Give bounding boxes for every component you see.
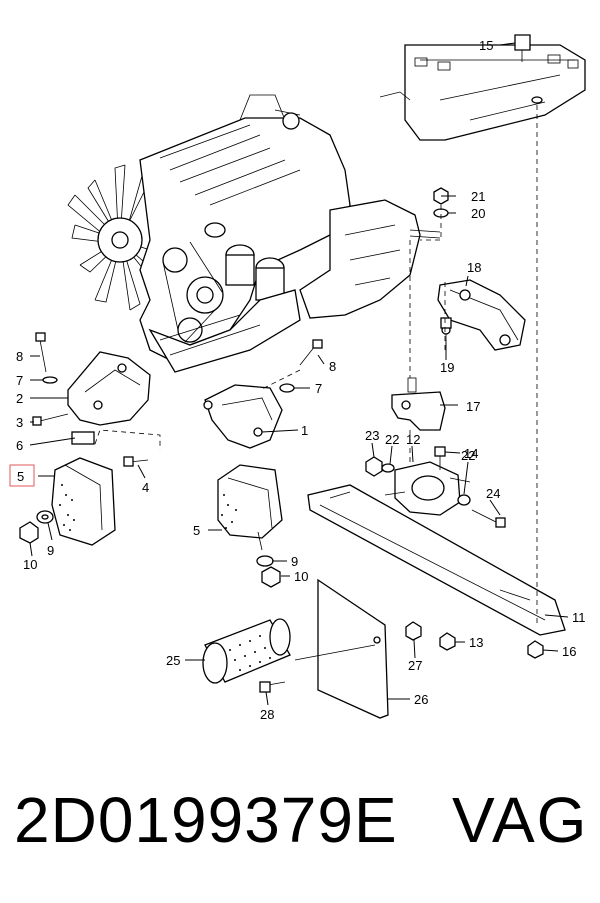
callout-13: 13 — [469, 635, 483, 650]
engine-bracket-1 — [203, 384, 283, 449]
gearbox-bracket-17 — [391, 377, 446, 431]
callout-7-left: 7 — [16, 373, 23, 388]
callout-23: 23 — [365, 428, 379, 443]
callout-22-right: 22 — [461, 448, 475, 463]
callout-4: 4 — [142, 480, 149, 495]
damper-25 — [202, 618, 291, 684]
callout-19: 19 — [440, 360, 454, 375]
callout-9-left: 9 — [47, 543, 54, 558]
callout-12: 12 — [406, 432, 420, 447]
callout-11: 11 — [572, 610, 586, 625]
callout-3: 3 — [16, 415, 23, 430]
leader-lines — [29, 42, 569, 706]
caption: 2D0199379E VAG — [14, 783, 594, 873]
callout-14: 14 — [464, 446, 478, 461]
brand-name: VAG — [452, 784, 589, 856]
callout-7-right: 7 — [315, 381, 322, 396]
callout-18: 18 — [467, 260, 481, 275]
callout-2: 2 — [16, 391, 23, 406]
fasteners — [19, 187, 544, 693]
callout-8-left: 8 — [16, 349, 23, 364]
callout-6: 6 — [16, 438, 23, 453]
assembly-guide-lines — [94, 105, 538, 625]
rubber-mount-5-left — [51, 431, 116, 546]
callout-27: 27 — [408, 658, 422, 673]
shield-plate-26 — [294, 578, 389, 719]
callout-5-highlight — [9, 464, 35, 487]
callout-labels: 15 21 20 18 19 17 8 7 2 3 6 5 4 9 10 8 7… — [9, 38, 586, 722]
part-number: 2D0199379E — [14, 784, 398, 856]
callout-28: 28 — [260, 707, 274, 722]
callout-20: 20 — [471, 206, 485, 221]
rear-crossmember-bracket — [379, 34, 586, 141]
callout-15: 15 — [479, 38, 493, 53]
crossmember-11 — [307, 484, 566, 636]
callout-26: 26 — [414, 692, 428, 707]
callout-17: 17 — [466, 399, 480, 414]
callout-21: 21 — [471, 189, 485, 204]
callout-5-left: 5 — [17, 469, 24, 484]
callout-16: 16 — [562, 644, 576, 659]
callout-10-right: 10 — [294, 569, 308, 584]
callout-9-right: 9 — [291, 554, 298, 569]
callout-22-left: 22 — [385, 432, 399, 447]
gearbox-mount-18 — [437, 279, 526, 351]
exploded-parts-diagram: 15 21 20 18 19 17 8 7 2 3 6 5 4 9 10 8 7… — [9, 34, 586, 722]
callout-24: 24 — [486, 486, 500, 501]
rubber-mount-5-right — [217, 464, 283, 551]
callout-1: 1 — [301, 423, 308, 438]
callout-25: 25 — [166, 653, 180, 668]
callout-8-right: 8 — [329, 359, 336, 374]
rubber-mount-12 — [384, 461, 471, 516]
engine-bracket-2 — [67, 351, 151, 426]
engine-drawing — [67, 94, 441, 373]
callout-10-left: 10 — [23, 557, 37, 572]
callout-5-right: 5 — [193, 523, 200, 538]
